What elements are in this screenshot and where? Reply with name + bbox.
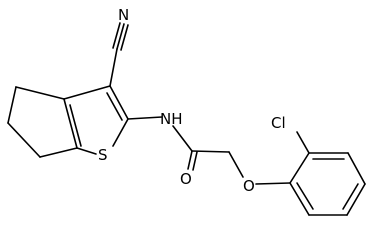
- structure-canvas: N NH S O O Cl: [7, 6, 366, 216]
- atom-nitrile-n: N: [118, 6, 129, 24]
- bond-th-c2-s: [112, 118, 129, 147]
- bond-th-c3-c2: [109, 85, 129, 120]
- bond-cp-4: [39, 147, 78, 158]
- bond-nh-co: [172, 125, 193, 152]
- bond-cn-triple-1: [112, 22, 121, 49]
- bond-th-s-c7a: [76, 147, 97, 155]
- bond-bz-6-inner: [296, 182, 314, 210]
- bond-th-c3-c2-inner: [106, 92, 123, 121]
- atom-chlorine: Cl: [271, 114, 286, 132]
- atom-thiophene-s: S: [98, 146, 108, 164]
- bond-cn-triple-3: [120, 24, 129, 51]
- molecule-structure: N NH S O O Cl: [7, 6, 366, 216]
- bond-co-o-2: [192, 151, 198, 171]
- bond-cp-2: [7, 86, 17, 124]
- bond-bz-3: [347, 152, 366, 185]
- bond-c3-cn: [109, 48, 118, 87]
- bond-bz-4: [346, 183, 366, 216]
- atom-ether-o: O: [243, 177, 255, 195]
- atom-carbonyl-o: O: [180, 170, 192, 188]
- bond-th-c3a-c7a: [63, 98, 78, 149]
- bond-bz-6: [289, 182, 310, 216]
- bond-bz-4-inner: [342, 183, 359, 210]
- bond-th-c3a-c7a-inner: [69, 104, 82, 147]
- bond-c-cl: [296, 131, 310, 154]
- bond-c2-nh: [127, 116, 163, 120]
- atom-amide-nh: NH: [160, 110, 183, 128]
- bond-cp-3: [7, 122, 41, 158]
- bond-cn-triple-2: [116, 23, 125, 50]
- bond-ch2-o: [228, 151, 244, 178]
- bond-co-o-1: [187, 150, 193, 170]
- bond-cp-1: [15, 86, 65, 100]
- bond-o-ar: [255, 182, 291, 185]
- bond-th-c3a-c3: [63, 85, 111, 100]
- bond-bz-1: [289, 152, 310, 184]
- bond-co-ch2: [191, 150, 230, 153]
